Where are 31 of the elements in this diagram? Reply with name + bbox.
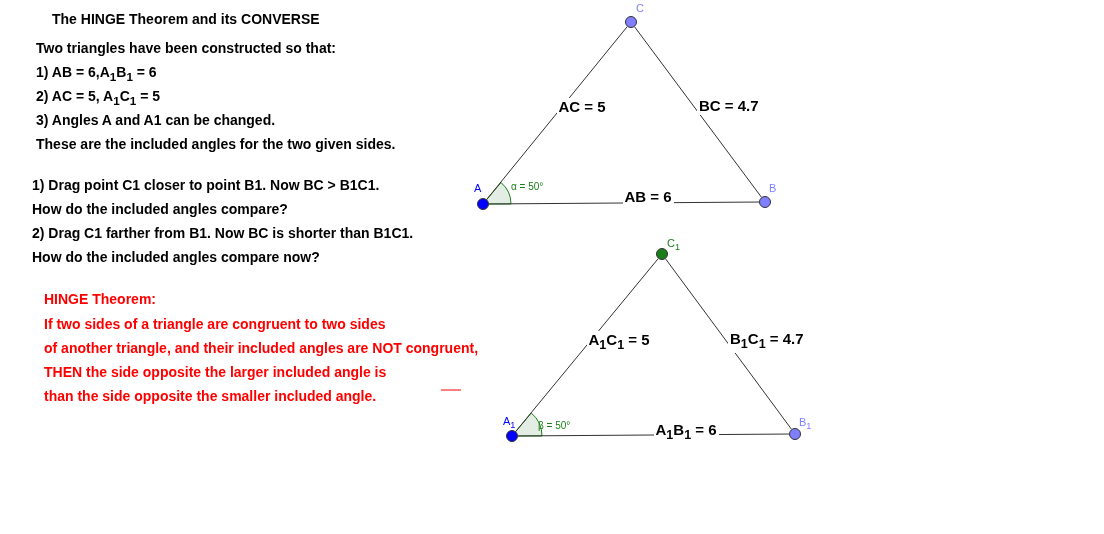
- text-line: 2) Drag C1 farther from B1. Now BC is shorter than B1C1.: [32, 225, 414, 242]
- text-line: 1) Drag point C1 closer to point B1. Now BC > B1C1.: [32, 177, 380, 194]
- point-label: A$_{1}$: [503, 415, 516, 432]
- triangle-side: [665, 258, 792, 430]
- text-line: 3) Angles A and A1 can be changed.: [36, 112, 276, 129]
- text-line: Two triangles have been constructed so that:: [36, 40, 336, 57]
- edge-label: AC = 5: [556, 98, 608, 116]
- title: The HINGE Theorem and its CONVERSE: [52, 11, 320, 28]
- triangle-side: [515, 258, 659, 432]
- text-line: These are the included angles for the two given sides.: [36, 136, 396, 153]
- text-line: HINGE Theorem:: [44, 291, 156, 308]
- text-line: 2) AC = 5, A$_{1}$C$_{1}$ = 5: [36, 88, 160, 109]
- point-label: A: [474, 182, 482, 194]
- text-line: than the side opposite the smaller included angle.: [44, 388, 377, 405]
- point-marker: [503, 415, 518, 442]
- angle-label: α = 50°: [511, 180, 544, 194]
- text-line: How do the included angles compare?: [32, 201, 288, 218]
- text-line: THEN the side opposite the larger included angle is: [44, 364, 387, 381]
- point-label: C: [636, 2, 644, 14]
- text-line: How do the included angles compare now?: [32, 249, 320, 266]
- text-line: of another triangle, and their included angles are NOT congruent,: [44, 340, 479, 357]
- triangle-side: [634, 26, 762, 198]
- point-label: C$_{1}$: [667, 237, 681, 254]
- angle-label: β = 50°: [538, 419, 571, 433]
- point-marker: [656, 237, 679, 260]
- point-label: B: [769, 182, 777, 194]
- point-label: B$_{1}$: [799, 416, 812, 433]
- point-marker: [789, 416, 811, 440]
- triangle-side: [486, 26, 628, 200]
- text-line: 1) AB = 6,A$_{1}$B$_{1}$ = 6: [36, 64, 157, 85]
- text-line: If two sides of a triangle are congruent to two sides: [44, 316, 386, 333]
